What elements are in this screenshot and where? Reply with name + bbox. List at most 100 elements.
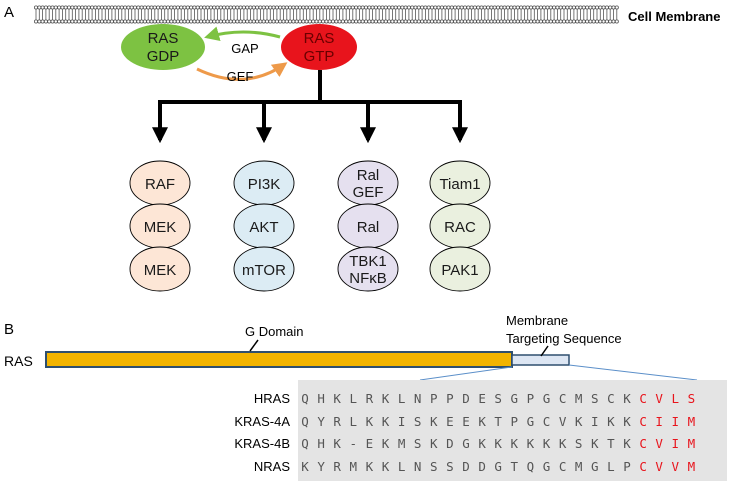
residue-hras-19: C <box>607 391 615 406</box>
residue-nras-20: P <box>623 459 631 474</box>
residue-kras-4b-3: - <box>350 436 358 451</box>
residue-hras-13: G <box>511 391 519 406</box>
pathway-nodes: RAFMEKMEKPI3KAKTmTORRalGEFRalTBK1NFκBTia… <box>129 160 491 292</box>
ras-gtp-label-line1: RAS <box>304 30 335 47</box>
residue-nras-14: Q <box>527 459 535 474</box>
gap-arrow <box>204 26 281 42</box>
residue-nras-19: L <box>607 459 615 474</box>
residue-kras-4a-12: T <box>494 414 502 429</box>
node-label-rac-0: RAC <box>444 219 476 236</box>
node-label-pak1-0: PAK1 <box>441 262 478 279</box>
node-label-tiam1-0: Tiam1 <box>439 176 480 193</box>
residue-kras-4b-4: E <box>366 436 374 451</box>
residue-nras-12: G <box>494 459 502 474</box>
residue-kras-4b-8: K <box>430 436 438 451</box>
node-label-ral-0: Ral <box>357 219 380 236</box>
residue-kras-4a-4: K <box>366 414 374 429</box>
residue-nras-16: C <box>559 459 567 474</box>
node-label-tbk1-nf-b-0: TBK1 <box>349 253 387 270</box>
residue-hras-18: S <box>591 391 599 406</box>
residue-nras-10: D <box>462 459 470 474</box>
alignment-panel <box>298 380 727 481</box>
residue-hras-12: S <box>494 391 502 406</box>
residue-hras-4: R <box>366 391 374 406</box>
membrane-targeting-label-line1: Membrane <box>506 313 568 328</box>
node-label-ral-gef-0: Ral <box>357 167 380 184</box>
ras-gtp-label-line2: GTP <box>304 48 335 65</box>
caax-residue-kras-4b-3: M <box>688 436 696 451</box>
residue-kras-4a-20: K <box>623 414 631 429</box>
residue-hras-15: G <box>543 391 551 406</box>
ras-gdp-label-line2: GDP <box>147 48 180 65</box>
residue-kras-4b-16: K <box>559 436 567 451</box>
residue-kras-4a-16: V <box>559 414 567 429</box>
caax-residue-kras-4b-1: V <box>655 436 663 451</box>
residue-hras-1: H <box>317 391 325 406</box>
cell-membrane-bilayer <box>34 5 619 24</box>
residue-kras-4a-19: K <box>607 414 615 429</box>
gef-arrow <box>196 62 288 81</box>
ras-protein-label: RAS <box>4 353 33 369</box>
residue-kras-4a-0: Q <box>301 414 309 429</box>
residue-kras-4b-13: K <box>511 436 519 451</box>
g-domain-label: G Domain <box>245 324 304 339</box>
residue-kras-4b-15: K <box>543 436 551 451</box>
caax-residue-nras-1: V <box>655 459 663 474</box>
residue-kras-4a-8: K <box>430 414 438 429</box>
gap-label: GAP <box>231 41 258 56</box>
residue-kras-4a-3: L <box>350 414 358 429</box>
residue-kras-4a-15: C <box>543 414 551 429</box>
residue-nras-6: L <box>398 459 406 474</box>
residue-nras-7: N <box>414 459 422 474</box>
residue-kras-4b-10: G <box>462 436 470 451</box>
residue-nras-17: M <box>575 459 583 474</box>
g-domain-pointer <box>249 339 259 352</box>
node-label-raf-0: RAF <box>145 176 175 193</box>
caax-residue-kras-4a-0: C <box>639 414 647 429</box>
node-raf-2-mek <box>129 246 191 292</box>
residue-kras-4b-7: S <box>414 436 422 451</box>
ras-gdp-label-line1: RAS <box>148 30 179 47</box>
panel-b-letter: B <box>4 321 14 338</box>
residue-nras-13: T <box>511 459 519 474</box>
residue-kras-4b-0: Q <box>301 436 309 451</box>
residue-kras-4b-12: K <box>494 436 502 451</box>
residue-kras-4a-5: K <box>382 414 390 429</box>
node-pi3k-2-mtor <box>233 246 295 292</box>
residue-hras-16: C <box>559 391 567 406</box>
residue-hras-14: P <box>527 391 535 406</box>
alignment-name-kras-4a: KRAS-4A <box>234 414 290 429</box>
caax-residue-nras-3: M <box>688 459 696 474</box>
alignment-name-hras: HRAS <box>254 391 290 406</box>
residue-kras-4a-9: E <box>446 414 454 429</box>
residue-kras-4a-6: I <box>398 414 406 429</box>
residue-nras-11: D <box>478 459 486 474</box>
residue-kras-4b-18: K <box>591 436 599 451</box>
zoom-line-left <box>419 366 513 381</box>
residue-kras-4a-2: R <box>333 414 341 429</box>
node-label-mtor-0: mTOR <box>242 262 286 279</box>
residue-kras-4b-11: K <box>478 436 486 451</box>
residue-nras-3: M <box>350 459 358 474</box>
node-label-tbk1-nf-b-1: NFκB <box>349 270 387 287</box>
membrane-targeting-label-line2: Targeting Sequence <box>506 331 622 346</box>
node-tiam-2-pak1 <box>429 246 491 292</box>
residue-kras-4b-5: K <box>382 436 390 451</box>
residue-kras-4b-19: T <box>607 436 615 451</box>
residue-kras-4a-1: Y <box>317 414 325 429</box>
g-domain-bar <box>45 351 513 368</box>
membrane-targeting-pointer <box>540 345 549 357</box>
node-label-mek-0: MEK <box>144 262 177 279</box>
residue-kras-4a-7: S <box>414 414 422 429</box>
residue-hras-11: E <box>478 391 486 406</box>
ras-gtp-node <box>281 24 357 70</box>
residue-nras-18: G <box>591 459 599 474</box>
caax-residue-kras-4b-0: C <box>639 436 647 451</box>
membrane-targeting-bar <box>511 354 570 366</box>
residue-kras-4a-11: K <box>478 414 486 429</box>
residue-nras-5: K <box>382 459 390 474</box>
residue-hras-2: K <box>333 391 341 406</box>
residue-hras-9: P <box>446 391 454 406</box>
